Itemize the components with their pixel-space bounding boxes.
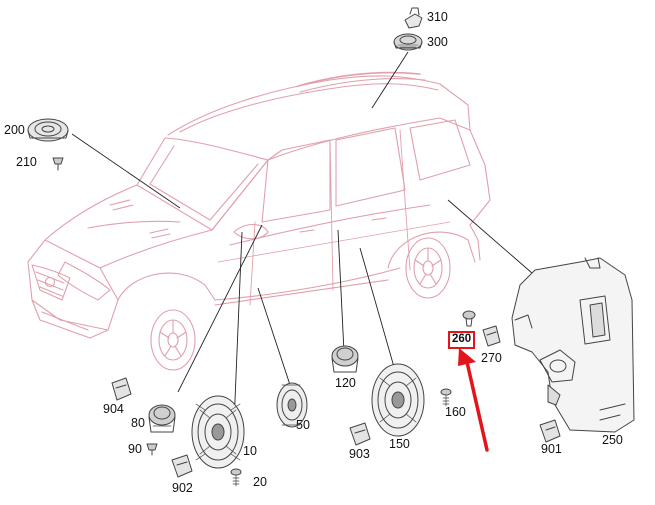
part-260: [462, 310, 476, 327]
callout-310: 310: [427, 10, 448, 24]
part-904: [111, 377, 132, 401]
callout-10: 10: [243, 444, 257, 458]
callout-300: 300: [427, 35, 448, 49]
callout-80: 80: [131, 416, 145, 430]
part-90: [146, 443, 158, 456]
callout-901: 901: [541, 442, 562, 456]
part-250: [511, 257, 635, 433]
leader-lines: [71, 51, 541, 449]
callout-270: 270: [481, 351, 502, 365]
part-200: [27, 118, 69, 142]
part-902: [171, 454, 193, 478]
part-120: [331, 345, 359, 373]
callout-904: 904: [103, 402, 124, 416]
callout-20: 20: [253, 475, 267, 489]
callout-200: 200: [4, 123, 25, 137]
part-150: [371, 363, 425, 437]
callout-902: 902: [172, 481, 193, 495]
part-300: [393, 33, 423, 51]
highlight-arrow: [458, 348, 489, 452]
part-310: [404, 7, 423, 29]
callout-160: 160: [445, 405, 466, 419]
part-80: [148, 404, 176, 433]
callout-210: 210: [16, 155, 37, 169]
part-901: [539, 419, 561, 443]
part-10: [191, 395, 245, 469]
vehicle-outline: [27, 71, 491, 371]
callout-260: 260: [448, 331, 476, 349]
callout-120: 120: [335, 376, 356, 390]
callout-90: 90: [128, 442, 142, 456]
callout-250: 250: [602, 433, 623, 447]
part-50: [276, 382, 308, 428]
part-illustrations: [27, 7, 635, 487]
callout-903: 903: [349, 447, 370, 461]
part-210: [52, 157, 64, 171]
part-20: [230, 468, 242, 487]
callout-150: 150: [389, 437, 410, 451]
part-270: [482, 325, 501, 347]
callout-50: 50: [296, 418, 310, 432]
part-903: [349, 422, 371, 446]
part-160: [440, 388, 452, 407]
